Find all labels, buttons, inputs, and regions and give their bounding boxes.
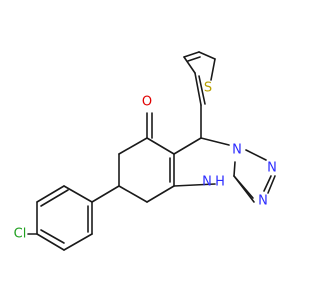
molecule-structure: O S N N N N H Cl [14, 51, 277, 251]
bond-11 [233, 161, 236, 177]
bond-2 [118, 137, 148, 155]
atom-label-O: O [142, 95, 152, 110]
bond-layer [27, 51, 276, 251]
bond-16 [263, 175, 272, 192]
bond-15 [267, 175, 276, 194]
atom-label-NH: N [202, 175, 212, 190]
bond-21 [183, 56, 196, 74]
bond-9 [173, 137, 202, 155]
atom-label-N3: N [258, 194, 268, 209]
bond-32 [40, 229, 65, 244]
atom-label-N2: N [267, 161, 277, 176]
bond-8 [146, 137, 175, 155]
bond-23 [187, 56, 201, 62]
atom-label-N1: N [232, 143, 242, 158]
bond-25 [210, 58, 216, 81]
bond-33 [63, 233, 93, 251]
bond-14 [245, 149, 267, 161]
atom-label-S: S [204, 81, 212, 96]
atom-label-Cl: Cl [14, 227, 27, 242]
bond-29 [40, 189, 69, 207]
bond-17 [233, 175, 255, 203]
bond-31 [36, 233, 65, 251]
bond-27 [63, 185, 93, 203]
bond-24 [198, 51, 216, 60]
bond-20 [198, 75, 206, 105]
bond-22 [183, 51, 200, 58]
bond-28 [36, 185, 65, 203]
bond-10 [200, 137, 230, 146]
bond-19 [194, 72, 202, 106]
atom-label-layer: O S N N N N H Cl [14, 81, 277, 242]
bond-5 [146, 185, 175, 203]
atom-label-H: H [215, 175, 225, 190]
bond-4 [118, 185, 148, 203]
bond-12 [173, 183, 216, 187]
bond-26 [91, 185, 120, 203]
